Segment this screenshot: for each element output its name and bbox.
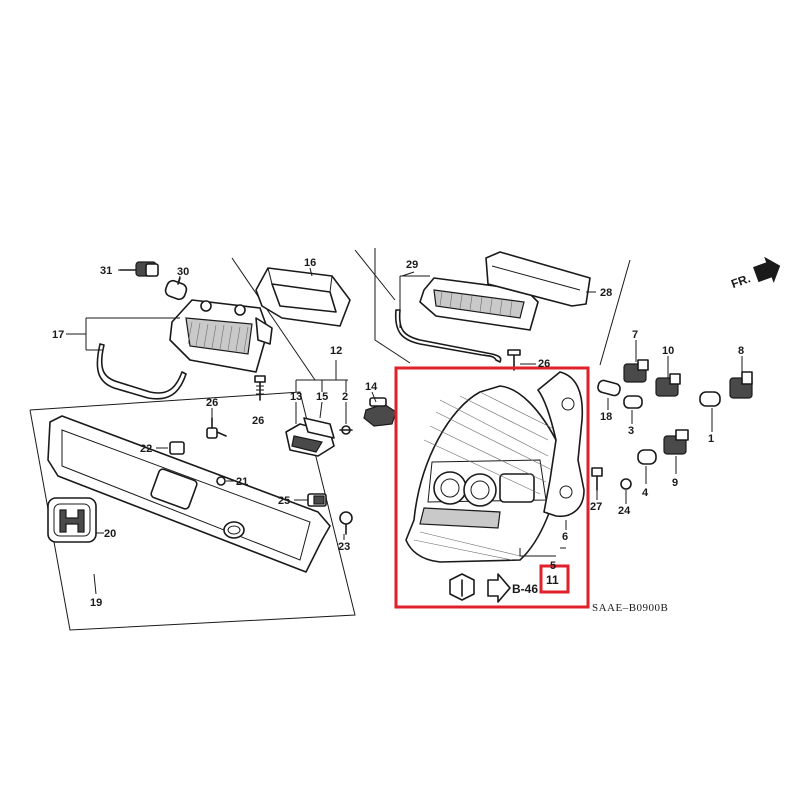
- front-direction-marker: FR.: [729, 256, 781, 291]
- socket-14: [363, 397, 397, 427]
- screw-26-mid: [206, 417, 227, 439]
- part-label: 14: [365, 381, 378, 393]
- part-label: 16: [304, 257, 316, 269]
- part-label: 10: [662, 345, 674, 357]
- part-label: 19: [90, 597, 102, 609]
- part-label: 27: [590, 501, 602, 513]
- bulb-1: [699, 391, 721, 407]
- lower-left-panel-outline: [29, 391, 356, 631]
- part-label: 18: [600, 411, 612, 423]
- part-label: 26: [206, 397, 218, 409]
- screw-27: [591, 467, 603, 491]
- part-label: 26: [538, 358, 550, 370]
- part-label-11: 11: [546, 573, 559, 587]
- bulb-socket-31: [119, 261, 159, 277]
- arrow-right-icon: [753, 256, 781, 283]
- license-lens-15: [303, 417, 335, 439]
- clip-25: [307, 493, 327, 507]
- part-label: 26: [252, 415, 264, 427]
- part-label: 31: [100, 265, 112, 277]
- bulb-18: [597, 379, 621, 397]
- trim-cover-16: [255, 267, 351, 327]
- part-label: 3: [628, 425, 634, 437]
- screw-26-left: [254, 375, 266, 401]
- bulb-30: [164, 277, 188, 301]
- high-mount-stop-light: [419, 277, 539, 331]
- clip-22: [169, 441, 185, 455]
- bulb-3: [623, 395, 643, 409]
- part-label: 24: [618, 505, 631, 517]
- direction-label: FR.: [729, 271, 752, 291]
- reference-label: B-46: [512, 582, 538, 596]
- part-label: 20: [104, 528, 116, 540]
- part-labels: 31 30 17 16 29 28 26 12 13 15 2 14 26 26…: [52, 257, 744, 609]
- bulb-4: [637, 449, 657, 465]
- part-label: 7: [632, 329, 638, 341]
- license-light-gasket: [96, 343, 187, 400]
- honda-emblem: [47, 497, 97, 543]
- clip-24: [620, 478, 632, 490]
- upper-right-panel-outline: [374, 248, 631, 366]
- part-label: 15: [316, 391, 328, 403]
- socket-9: [663, 429, 689, 455]
- high-mount-lens-28: [485, 251, 591, 307]
- part-label: 30: [177, 266, 189, 278]
- socket-10: [655, 373, 681, 397]
- upper-left-panel-outline: [231, 249, 396, 381]
- clip-23: [339, 511, 353, 535]
- nut-21: [216, 476, 226, 486]
- part-label: 17: [52, 329, 64, 341]
- part-label: 1: [708, 433, 714, 445]
- part-label: 25: [278, 495, 290, 507]
- part-label: 29: [406, 259, 418, 271]
- ref-screw: [449, 573, 475, 601]
- drawing-code: SAAE–B0900B: [592, 602, 668, 614]
- part-label: 22: [140, 443, 152, 455]
- license-light-housing: [169, 299, 273, 373]
- part-label: 6: [562, 531, 568, 543]
- leader-lines: [66, 267, 743, 595]
- highlight-part-11: [539, 564, 570, 594]
- ref-arrow-icon: [487, 573, 511, 603]
- taillight-gasket: [537, 371, 585, 518]
- bulb-2: [339, 425, 353, 435]
- socket-8: [729, 371, 753, 399]
- part-label: 12: [330, 345, 342, 357]
- highlight-frame: [394, 366, 590, 609]
- taillight-assembly: [405, 385, 561, 563]
- part-label: 21: [236, 476, 248, 488]
- part-label: 9: [672, 477, 678, 489]
- socket-7: [623, 359, 649, 383]
- part-label: 4: [642, 487, 649, 499]
- part-label: 13: [290, 391, 302, 403]
- part-label: 28: [600, 287, 612, 299]
- part-label: 2: [342, 391, 348, 403]
- part-label: 5: [550, 560, 556, 572]
- rear-license-garnish: [47, 415, 331, 573]
- high-mount-gasket: [394, 309, 502, 363]
- part-label: 8: [738, 345, 744, 357]
- part-label: 23: [338, 541, 350, 553]
